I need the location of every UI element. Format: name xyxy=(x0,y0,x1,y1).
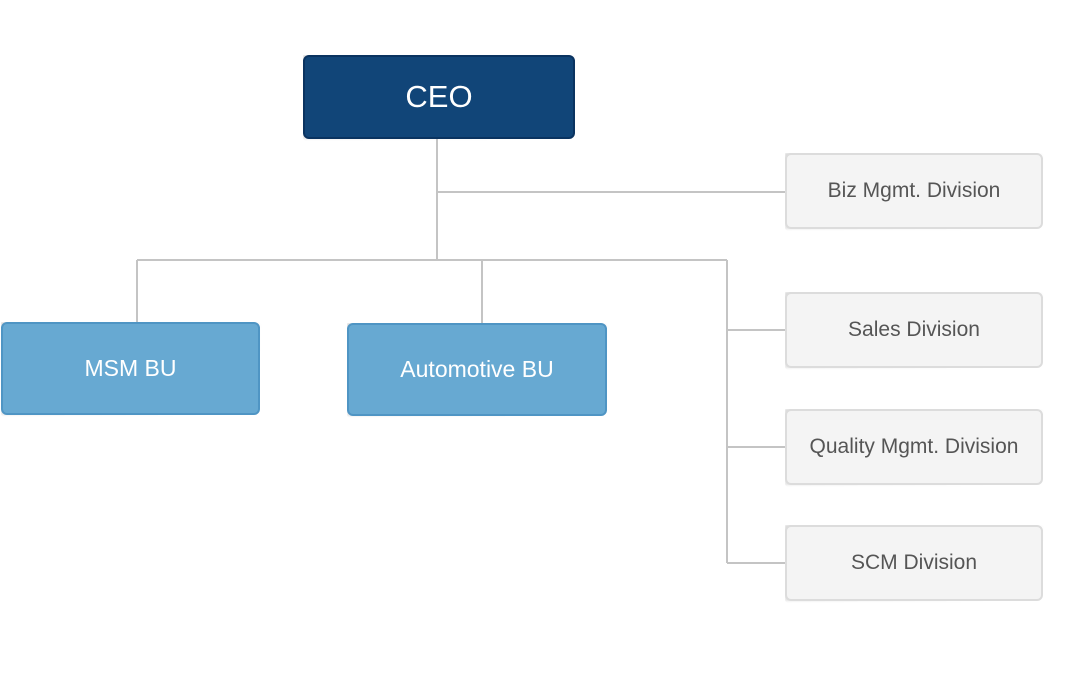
biz-mgmt-division-label: Biz Mgmt. Division xyxy=(827,179,1001,202)
automotive-bu-label: Automotive BU xyxy=(400,356,554,382)
sales-division-label: Sales Division xyxy=(848,318,980,341)
quality-mgmt-division-node: Quality Mgmt. Division xyxy=(785,409,1043,485)
automotive-bu-node: Automotive BU xyxy=(347,323,607,416)
quality-mgmt-division-label: Quality Mgmt. Division xyxy=(809,435,1019,458)
ceo-node: CEO xyxy=(303,55,575,139)
ceo-label: CEO xyxy=(405,79,473,114)
msm-bu-label: MSM BU xyxy=(84,355,177,381)
scm-division-label: SCM Division xyxy=(850,551,978,574)
msm-bu-node: MSM BU xyxy=(1,322,260,415)
scm-division-node: SCM Division xyxy=(785,525,1043,601)
biz-mgmt-division-node: Biz Mgmt. Division xyxy=(785,153,1043,229)
sales-division-node: Sales Division xyxy=(785,292,1043,368)
